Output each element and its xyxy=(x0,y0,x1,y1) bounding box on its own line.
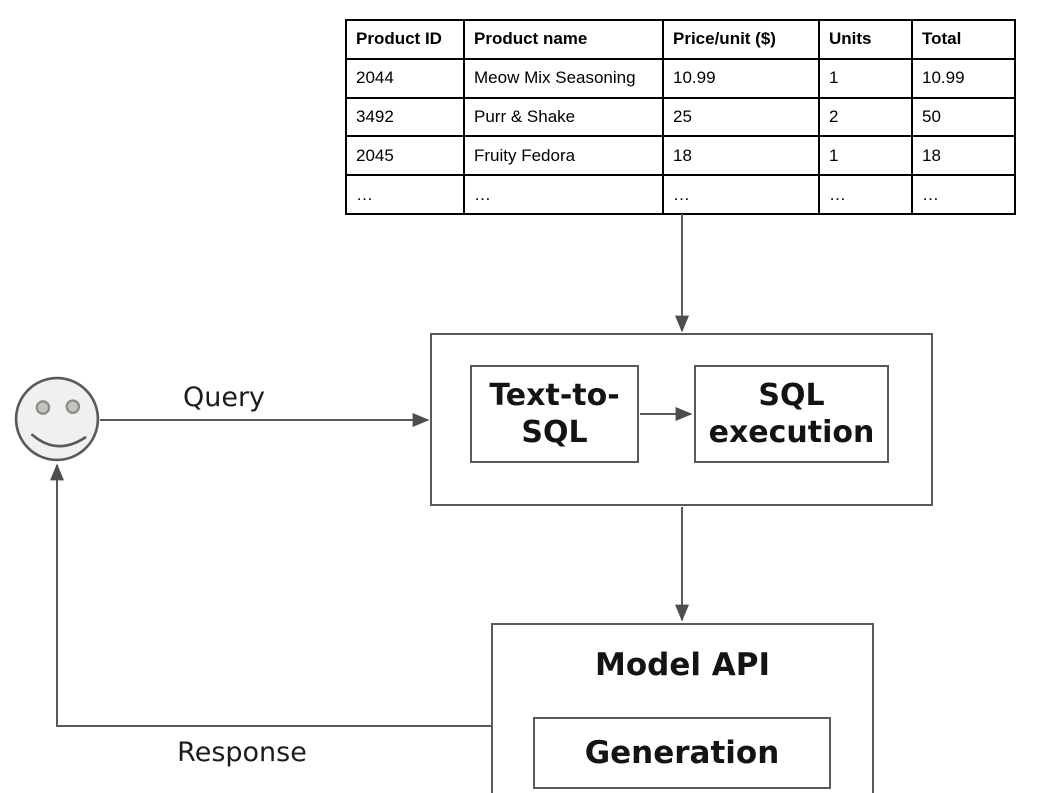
right-eye xyxy=(65,399,81,414)
table-cell: 25 xyxy=(662,96,820,138)
table-row: 3492 Purr & Shake 25 2 50 xyxy=(345,96,1016,138)
table-cell: … xyxy=(662,174,820,215)
table-cell: 2 xyxy=(818,96,913,138)
table-row: 2045 Fruity Fedora 18 1 18 xyxy=(345,135,1016,177)
table-cell: 3492 xyxy=(345,96,465,138)
table-cell: 18 xyxy=(911,135,1016,177)
response-label: Response xyxy=(177,737,307,768)
table-cell: 1 xyxy=(818,135,913,177)
pipeline-box xyxy=(430,333,933,506)
table-cell: 10.99 xyxy=(911,57,1016,99)
smile xyxy=(31,433,87,448)
table-cell: 50 xyxy=(911,96,1016,138)
model-api-title: Model API xyxy=(594,647,771,683)
table-header-row: Product ID Product name Price/unit ($) U… xyxy=(345,19,1016,60)
query-label: Query xyxy=(182,382,266,413)
sql-execution-box: SQL execution xyxy=(694,365,889,463)
text-to-sql-label: Text-to- SQL xyxy=(489,378,620,450)
text-to-sql-box: Text-to- SQL xyxy=(470,365,639,463)
column-header-price-unit: Price/unit ($) xyxy=(662,19,820,60)
table-cell: … xyxy=(463,174,664,215)
column-header-product-id: Product ID xyxy=(345,19,465,60)
table-cell: Purr & Shake xyxy=(463,96,664,138)
table-cell: 18 xyxy=(662,135,820,177)
column-header-units: Units xyxy=(818,19,913,60)
table-cell: 1 xyxy=(818,57,913,99)
table-cell: 10.99 xyxy=(662,57,820,99)
table-cell: Fruity Fedora xyxy=(463,135,664,177)
column-header-product-name: Product name xyxy=(463,19,664,60)
user-smiley-icon xyxy=(14,376,100,462)
generation-label: Generation xyxy=(584,734,780,771)
generation-box: Generation xyxy=(533,717,831,789)
products-table: Product ID Product name Price/unit ($) U… xyxy=(345,19,1016,215)
sql-execution-label: SQL execution xyxy=(708,378,875,450)
table-cell: … xyxy=(345,174,465,215)
left-eye xyxy=(35,400,51,415)
table-cell: 2045 xyxy=(345,135,465,177)
table-cell: … xyxy=(818,174,913,215)
table-cell: … xyxy=(911,174,1016,215)
table-row: … … … … … xyxy=(345,174,1016,215)
table-cell: Meow Mix Seasoning xyxy=(463,57,664,99)
column-header-total: Total xyxy=(911,19,1016,60)
table-cell: 2044 xyxy=(345,57,465,99)
model-api-box: Model API xyxy=(491,623,874,793)
table-row: 2044 Meow Mix Seasoning 10.99 1 10.99 xyxy=(345,57,1016,99)
response-arrow xyxy=(50,463,491,727)
